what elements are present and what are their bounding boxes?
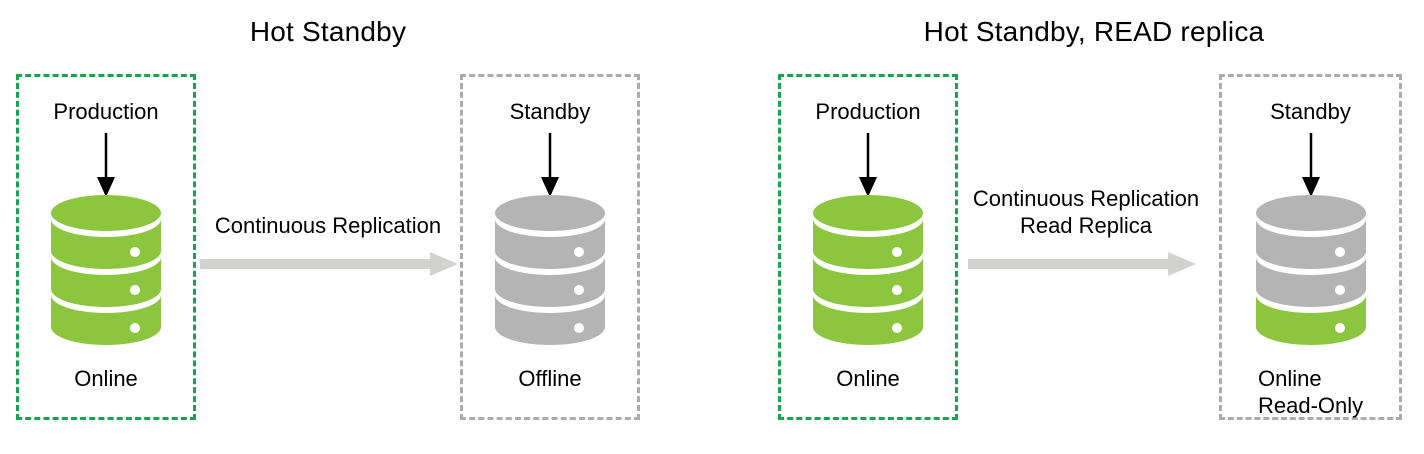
status-line: Online [1258, 366, 1322, 391]
database-icon-read-replica [1255, 195, 1366, 345]
diagram-title: Hot Standby, READ replica [923, 16, 1265, 47]
db-led-dot [1334, 323, 1345, 333]
standby-box: Standby Offline [460, 74, 640, 420]
standby-box: Standby Online Read-Only [1219, 74, 1402, 420]
replication-label-line: Continuous Replication [214, 213, 442, 238]
db-led-dot [130, 247, 140, 257]
production-label: Production [815, 99, 921, 124]
replication-arrow-icon [968, 252, 1196, 276]
status-line: Online [74, 366, 138, 391]
down-arrow-icon [97, 133, 115, 197]
online-readonly-status-label: Online Read-Only [1258, 365, 1363, 419]
database-icon [495, 195, 605, 345]
down-arrow-icon [1301, 133, 1320, 197]
db-led-dot [892, 285, 902, 295]
status-line: Online [836, 366, 900, 391]
replication-label: Continuous Replication Read Replica [958, 185, 1214, 239]
online-status-label: Online [781, 365, 955, 392]
db-led-dot [892, 323, 902, 333]
db-led-dot [574, 323, 584, 333]
db-led-dot [1334, 285, 1345, 295]
db-led-dot [130, 285, 140, 295]
production-box: Production Online [16, 74, 196, 420]
db-led-dot [574, 285, 584, 295]
online-status-label: Online [19, 365, 193, 392]
down-arrow-icon [541, 133, 559, 197]
db-led-dot [1334, 247, 1345, 257]
db-led-dot [892, 247, 902, 257]
production-label: Production [53, 99, 159, 124]
database-icon [51, 195, 161, 345]
down-arrow-icon [859, 133, 877, 197]
database-icon [813, 195, 923, 345]
standby-label: Standby [1270, 99, 1351, 124]
replication-label-line: Read Replica [1019, 213, 1153, 238]
standby-label: Standby [509, 99, 591, 124]
production-box: Production Online [778, 74, 958, 420]
replication-arrow-icon [200, 252, 458, 276]
db-led-dot [574, 247, 584, 257]
diagram-title: Hot Standby [249, 16, 407, 47]
replication-label-line: Continuous Replication [972, 186, 1200, 211]
db-led-dot [130, 323, 140, 333]
offline-status-label: Offline [463, 365, 637, 392]
status-line: Read-Only [1258, 393, 1364, 418]
replication-label: Continuous Replication [196, 212, 460, 239]
status-line: Offline [518, 366, 582, 391]
